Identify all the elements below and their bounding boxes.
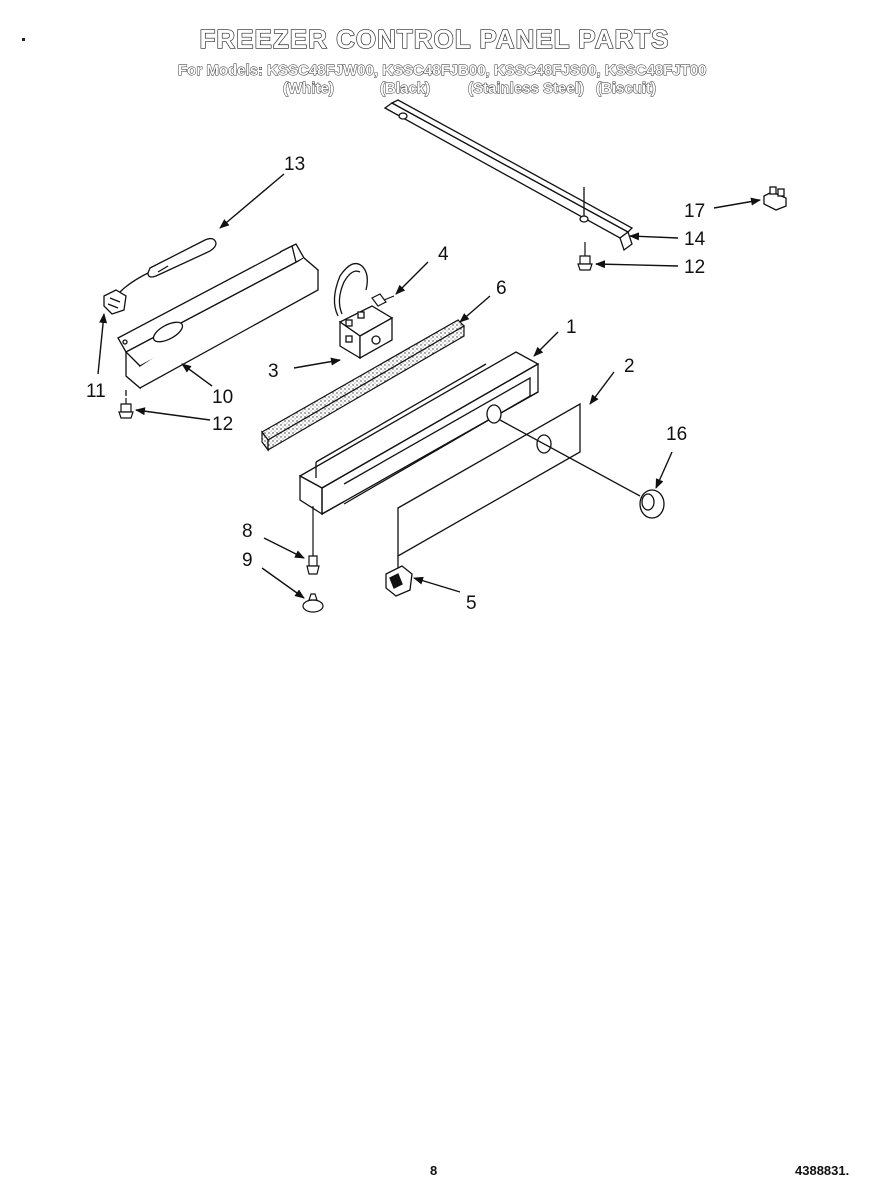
callout-3: 3 bbox=[268, 361, 279, 382]
part-17-clip bbox=[763, 186, 787, 211]
callout-16: 16 bbox=[666, 424, 687, 445]
leader-lines bbox=[97, 173, 761, 599]
callout-labels: 13 4 6 1 17 14 12 11 10 12 3 2 16 8 9 5 bbox=[86, 154, 706, 614]
part-10-bracket bbox=[117, 243, 320, 396]
page-number: 8 bbox=[430, 1163, 438, 1178]
finish-black: (Black) bbox=[380, 80, 431, 98]
callout-12-left: 12 bbox=[212, 414, 233, 435]
part-6-gasket bbox=[261, 319, 465, 452]
finish-biscuit: (Biscuit) bbox=[596, 80, 657, 98]
callout-10: 10 bbox=[212, 387, 233, 408]
callout-4: 4 bbox=[438, 244, 449, 265]
callout-1: 1 bbox=[566, 317, 577, 338]
part-4-screw bbox=[371, 293, 395, 307]
page-title: FREEZER CONTROL PANEL PARTS bbox=[199, 23, 670, 54]
finish-white: (White) bbox=[283, 80, 335, 98]
part-12-screw-right bbox=[577, 242, 593, 271]
part-8-screw bbox=[306, 506, 320, 575]
part-13-sensor bbox=[119, 237, 217, 293]
callout-17: 17 bbox=[684, 201, 705, 222]
callout-2: 2 bbox=[624, 356, 635, 377]
stray-mark bbox=[22, 38, 25, 41]
callout-9: 9 bbox=[242, 550, 253, 571]
part-3-thermostat bbox=[333, 262, 394, 360]
part-16-knob bbox=[499, 419, 665, 519]
callout-14: 14 bbox=[684, 229, 706, 250]
callout-8: 8 bbox=[242, 521, 253, 542]
part-2-trim bbox=[397, 402, 581, 570]
part-5-socket bbox=[385, 565, 413, 597]
part-11-retainer bbox=[103, 289, 127, 315]
callout-13: 13 bbox=[284, 154, 305, 175]
part-12-screw-left bbox=[118, 398, 134, 419]
callout-5: 5 bbox=[466, 593, 477, 614]
callout-6: 6 bbox=[496, 278, 507, 299]
models-line: For Models: KSSC48FJW00, KSSC48FJB00, KS… bbox=[178, 62, 707, 80]
part-9-clip bbox=[302, 593, 324, 613]
part-14-bracket bbox=[383, 99, 634, 252]
callout-12-right: 12 bbox=[684, 257, 705, 278]
document-code: 4388831. bbox=[795, 1163, 850, 1178]
callout-11: 11 bbox=[86, 381, 106, 402]
finish-stainless-steel: (Stainless Steel) bbox=[468, 80, 585, 98]
part-1-housing bbox=[298, 351, 540, 516]
